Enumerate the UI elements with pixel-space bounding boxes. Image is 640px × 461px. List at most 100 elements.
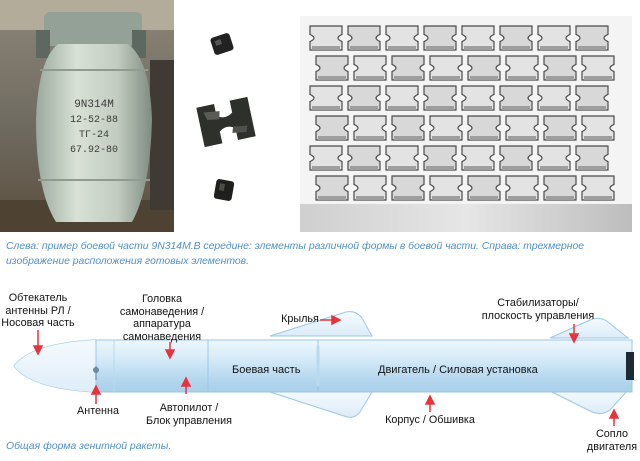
fragment-shadow bbox=[578, 46, 606, 50]
fragment-element bbox=[467, 55, 501, 81]
fragment-shadow bbox=[318, 76, 346, 80]
nozzle-arrow-icon bbox=[608, 408, 620, 419]
fragment-shadow bbox=[470, 76, 498, 80]
fragment-element bbox=[385, 85, 419, 111]
fragment-element bbox=[423, 145, 457, 171]
missile-diagram: Боевая часть Двигатель / Силовая установ… bbox=[0, 286, 640, 461]
fragment-element bbox=[429, 115, 463, 141]
fragment-element bbox=[543, 115, 577, 141]
fragment-element bbox=[309, 85, 343, 111]
fragment-shadow bbox=[546, 136, 574, 140]
fragment-render bbox=[300, 16, 632, 232]
fragment-shadow bbox=[508, 76, 536, 80]
fragment-shadow bbox=[470, 136, 498, 140]
fragment-shadow bbox=[350, 46, 378, 50]
antenna-label: Антенна bbox=[77, 405, 119, 417]
body-label: Корпус / Обшивка bbox=[385, 414, 475, 426]
fragment-element bbox=[499, 145, 533, 171]
fragment-element bbox=[537, 145, 571, 171]
fragments-photo bbox=[188, 20, 268, 220]
fragment-shadow bbox=[464, 46, 492, 50]
fragment-shadow bbox=[540, 166, 568, 170]
fragment-shadow bbox=[388, 106, 416, 110]
fragment-shadow bbox=[426, 106, 454, 110]
fragment-shadow bbox=[394, 76, 422, 80]
fragment-shadow bbox=[432, 196, 460, 200]
fragment-shadow bbox=[546, 196, 574, 200]
fragment-element bbox=[423, 85, 457, 111]
fragment-shadow bbox=[584, 76, 612, 80]
fragment-element bbox=[581, 115, 615, 141]
seeker-arrow-icon bbox=[164, 349, 176, 360]
fragment-element bbox=[347, 25, 381, 51]
fragment-shadow bbox=[356, 136, 384, 140]
fragment-element bbox=[429, 175, 463, 201]
fragment-element bbox=[575, 145, 609, 171]
engine-label: Двигатель / Силовая установка bbox=[378, 364, 539, 376]
fragment-shadow bbox=[394, 136, 422, 140]
fragment-element bbox=[467, 175, 501, 201]
lower-wing bbox=[269, 391, 373, 418]
fragment-shadow bbox=[388, 46, 416, 50]
fragment-shadow bbox=[318, 196, 346, 200]
body-arrow-icon bbox=[424, 394, 436, 405]
antenna-icon bbox=[93, 367, 99, 373]
fragment-shadow bbox=[350, 106, 378, 110]
warhead-photo: 9N314M 12-52-88 ТГ-24 67.92-80 bbox=[0, 0, 174, 232]
fragment-element bbox=[429, 55, 463, 81]
fragment-shadow bbox=[502, 166, 530, 170]
fragment-element bbox=[581, 175, 615, 201]
fragment-shadow bbox=[584, 136, 612, 140]
fragment-element bbox=[347, 85, 381, 111]
fragment-element bbox=[391, 175, 425, 201]
fragment-shadow bbox=[540, 46, 568, 50]
fragment-element bbox=[391, 115, 425, 141]
wings-label: Крылья bbox=[281, 313, 319, 325]
fragment-element bbox=[353, 175, 387, 201]
warhead-marking: 67.92-80 bbox=[70, 145, 118, 156]
fragment-element bbox=[423, 25, 457, 51]
upper-stabilizer bbox=[549, 317, 630, 339]
fragment-element bbox=[505, 175, 539, 201]
fragment-shadow bbox=[312, 106, 340, 110]
fragment-element bbox=[309, 25, 343, 51]
upper-wing bbox=[269, 311, 373, 337]
fragment-element bbox=[537, 85, 571, 111]
fragment-shadow bbox=[426, 46, 454, 50]
nose-arrow-icon bbox=[32, 345, 44, 356]
warhead-marking: 9N314M bbox=[74, 99, 114, 111]
autopilot-label: Автопилот / Блок управления bbox=[146, 402, 233, 427]
fragment-shadow bbox=[508, 136, 536, 140]
fragment-element bbox=[543, 175, 577, 201]
nose-label: Обтекатель антенны РЛ / Носовая часть bbox=[1, 292, 75, 329]
fragment-shadow bbox=[470, 196, 498, 200]
fragment-element bbox=[543, 55, 577, 81]
wings-arrow-icon bbox=[331, 314, 342, 326]
seeker-label: Головка самонаведения / аппаратура самон… bbox=[119, 293, 205, 343]
fragment-shadow bbox=[464, 166, 492, 170]
fragment-shadow bbox=[356, 76, 384, 80]
fragment-element bbox=[467, 115, 501, 141]
warhead-marking: ТГ-24 bbox=[79, 130, 109, 141]
missile-body bbox=[13, 339, 633, 393]
warhead-label: Боевая часть bbox=[232, 364, 301, 376]
nozzle-label: Сопло двигателя bbox=[586, 428, 638, 453]
fragment-element bbox=[499, 85, 533, 111]
warhead-marking: 12-52-88 bbox=[70, 115, 118, 126]
fragment-element bbox=[505, 55, 539, 81]
fragment-element bbox=[537, 25, 571, 51]
fragment-shadow bbox=[432, 136, 460, 140]
caption-top: Слева: пример боевой части 9N314M.В сере… bbox=[6, 239, 638, 269]
fragment-shadow bbox=[318, 136, 346, 140]
fragment-shadow bbox=[502, 46, 530, 50]
fragment-element bbox=[315, 55, 349, 81]
fragment-shadow bbox=[502, 106, 530, 110]
fragment-shadow bbox=[578, 166, 606, 170]
stabilizers-label: Стабилизаторы/ плоскость управления bbox=[481, 297, 595, 322]
fragment-shadow bbox=[546, 76, 574, 80]
fragment-shadow bbox=[312, 46, 340, 50]
fragment-element bbox=[353, 115, 387, 141]
fragment-element bbox=[385, 25, 419, 51]
antenna-arrow-icon bbox=[90, 384, 102, 395]
nozzle bbox=[626, 352, 634, 380]
